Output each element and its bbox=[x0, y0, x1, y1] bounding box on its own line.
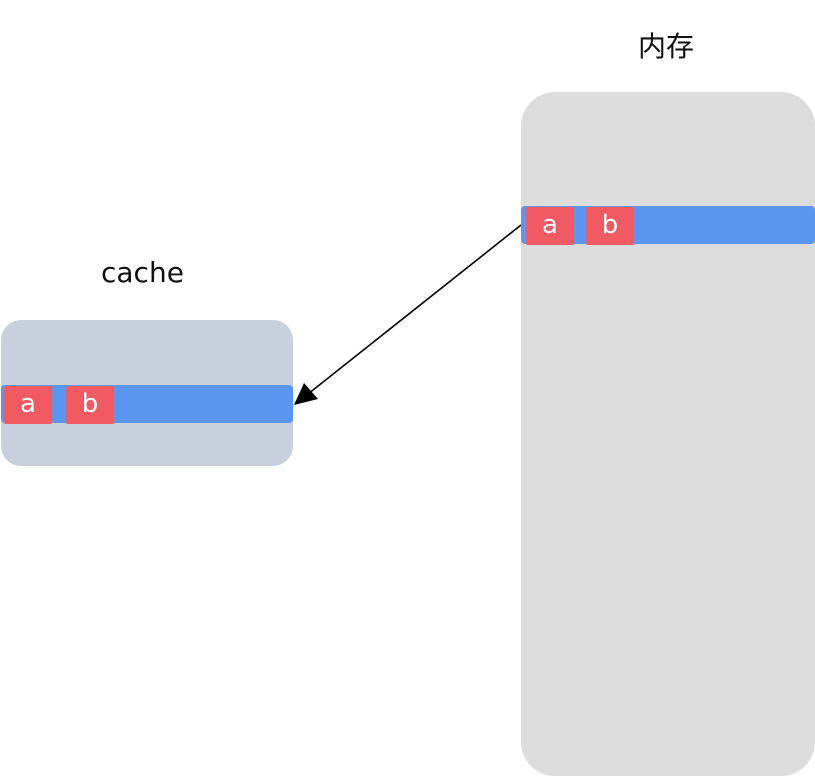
memory-cell-b: b bbox=[586, 207, 634, 245]
memory-title: 内存 bbox=[638, 30, 695, 63]
cache-title: cache bbox=[101, 256, 184, 289]
cache-cell-b: b bbox=[66, 386, 114, 424]
memory-cell-a: a bbox=[526, 207, 574, 245]
cache-cell-a: a bbox=[4, 386, 52, 424]
arrow-head bbox=[294, 383, 318, 405]
arrow-shaft bbox=[307, 224, 522, 395]
